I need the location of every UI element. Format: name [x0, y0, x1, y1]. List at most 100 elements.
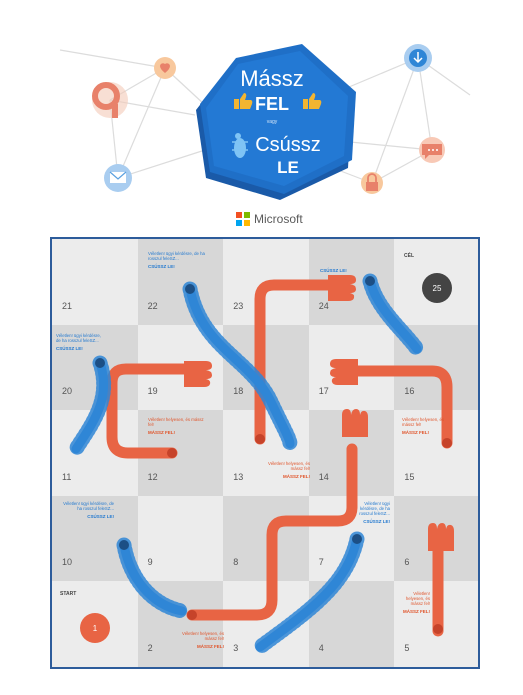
logo-line3: Csússz — [255, 134, 321, 156]
cell-number: 20 — [62, 386, 73, 397]
mail-icon — [104, 164, 132, 192]
note-action: CSÚSSZ LE! — [148, 264, 175, 269]
microsoft-brand: Microsoft — [236, 210, 303, 228]
cell-number: 5 — [404, 642, 410, 653]
cell-number: 19 — [147, 386, 158, 397]
ladder-end — [167, 448, 177, 458]
cell-number: 13 — [233, 471, 244, 482]
ladder-note-12: Véletlen! helyesen, és mássz fel! MÁSSZ … — [148, 417, 204, 435]
ladder-end — [187, 610, 197, 620]
board-cell-15: 15 — [394, 410, 478, 496]
ladder-note-2: Véletlen! helyesen, és mássz fel! MÁSSZ … — [178, 631, 224, 649]
thumbs-up-icon — [330, 359, 358, 385]
start-token[interactable]: 1 — [80, 613, 110, 643]
cell-number: 22 — [147, 300, 158, 311]
note-text: Véletlen! helyesen, és mássz fel! — [181, 631, 224, 641]
bug-icon — [232, 133, 248, 158]
cell-number: 4 — [318, 642, 324, 653]
note-text: Véletlen! ügyi kérdésre, de ha rosszul f… — [148, 251, 205, 261]
location-pin-icon — [92, 82, 128, 118]
note-action: CSÚSSZ LE! — [87, 514, 114, 519]
cell-number: 14 — [318, 471, 329, 482]
snake-heads — [95, 276, 375, 550]
note-text: Véletlen! helyesen, és mássz fel! — [148, 417, 204, 427]
note-text: Véletlen! ügyi kérdésre, de ha rosszul f… — [56, 333, 101, 343]
thumbs-up-icon — [184, 361, 212, 387]
snake-note-10: Véletlen! ügyi kérdésre, de ha rosszul f… — [60, 501, 114, 519]
logo-line1: Mássz — [240, 66, 304, 91]
thumbs-up-icon — [328, 275, 356, 301]
logo-connector: vagy — [267, 119, 278, 125]
cell-number: 2 — [147, 642, 153, 653]
note-text: Véletlen! helyesen, és mássz fel! — [402, 417, 445, 427]
thumbs-up-icon — [428, 523, 454, 551]
ladder-15-17 — [346, 365, 453, 449]
logo-line2: FEL — [255, 94, 289, 114]
thumbs-up-icon — [234, 93, 322, 109]
cell-number: 9 — [147, 557, 153, 568]
note-action: MÁSSZ FEL! — [403, 609, 430, 614]
ladder-end — [442, 438, 452, 448]
board-cell-8: 8 — [223, 495, 309, 582]
snake-note-24: CSÚSSZ LE! — [320, 265, 380, 273]
cell-number: 3 — [233, 642, 239, 653]
header-graphic: Mássz FEL vagy Csússz LE — [59, 44, 471, 200]
snake-head — [365, 276, 375, 286]
ladder-hands — [184, 275, 454, 551]
board-cell-13: 13 — [223, 410, 309, 496]
note-action: CSÚSSZ LE! — [56, 346, 83, 351]
snake-head — [185, 284, 195, 294]
snake-note-20: Véletlen! ügyi kérdésre, de ha rosszul f… — [56, 333, 104, 351]
note-action: MÁSSZ FEL! — [148, 430, 175, 435]
cell-number: 7 — [318, 557, 324, 568]
ladder-note-13: Véletlen! helyesen, és mássz fel! MÁSSZ … — [262, 461, 310, 479]
logo-line4: LE — [277, 158, 299, 177]
snake-head — [352, 534, 362, 544]
board-cell-22: 22 — [137, 239, 224, 325]
cell-number: 16 — [404, 386, 415, 397]
cell-number: 11 — [62, 471, 72, 482]
note-action: MÁSSZ FEL! — [283, 474, 310, 479]
cell-number: 6 — [404, 557, 410, 568]
ladders — [106, 279, 453, 637]
cell-number: 15 — [404, 471, 415, 482]
snake-note-22: Véletlen! ügyi kérdésre, de ha rosszul f… — [148, 251, 218, 269]
note-text: Véletlen! ügyi kérdésre, de ha rosszul f… — [359, 501, 390, 516]
board-overlay — [68, 273, 454, 655]
game-board: 21 22 23 24 20 19 18 17 16 11 12 13 14 1… — [50, 237, 480, 669]
cell-number: 21 — [62, 300, 73, 311]
start-label: START — [60, 591, 77, 597]
ladder-ends — [167, 434, 452, 634]
goal-label: CÉL — [404, 253, 414, 259]
cell-number: 8 — [233, 557, 239, 568]
header: Mássz FEL vagy Csússz LE Microsoft — [0, 0, 523, 235]
board-cell-9: 9 — [137, 495, 224, 582]
note-action: CSÚSSZ LE! — [320, 268, 347, 273]
ladder-end — [433, 624, 443, 634]
cell-number: 24 — [318, 300, 329, 311]
note-text: Véletlen! ügyi kérdésre, de ha rosszul f… — [63, 501, 114, 511]
heart-icon — [154, 57, 176, 79]
snakes — [71, 276, 422, 652]
goal-token: 25 — [422, 273, 452, 303]
snake-head — [95, 358, 105, 368]
snake-head — [119, 540, 129, 550]
cell-number: 18 — [233, 386, 244, 397]
microsoft-logo-icon — [236, 212, 250, 226]
note-action: MÁSSZ FEL! — [402, 430, 429, 435]
ladder-end — [255, 434, 265, 444]
ladder-13-24 — [254, 279, 340, 445]
note-text: Véletlen! helyesen, és mássz fel! — [405, 591, 430, 606]
thumbs-up-icon — [342, 409, 368, 437]
chat-icon — [419, 137, 445, 163]
note-action: MÁSSZ FEL! — [197, 644, 224, 649]
download-icon — [404, 44, 432, 72]
ladder-2-14 — [186, 443, 358, 621]
ladder-note-16: Véletlen! helyesen, és mássz fel! MÁSSZ … — [402, 417, 448, 435]
cell-number: 10 — [62, 557, 73, 568]
microsoft-wordmark: Microsoft — [254, 212, 303, 226]
note-text: Véletlen! helyesen, és mássz fel! — [267, 461, 310, 471]
note-action: CSÚSSZ LE! — [363, 519, 390, 524]
cell-number: 12 — [147, 471, 158, 482]
ladder-11-19 — [106, 363, 196, 459]
